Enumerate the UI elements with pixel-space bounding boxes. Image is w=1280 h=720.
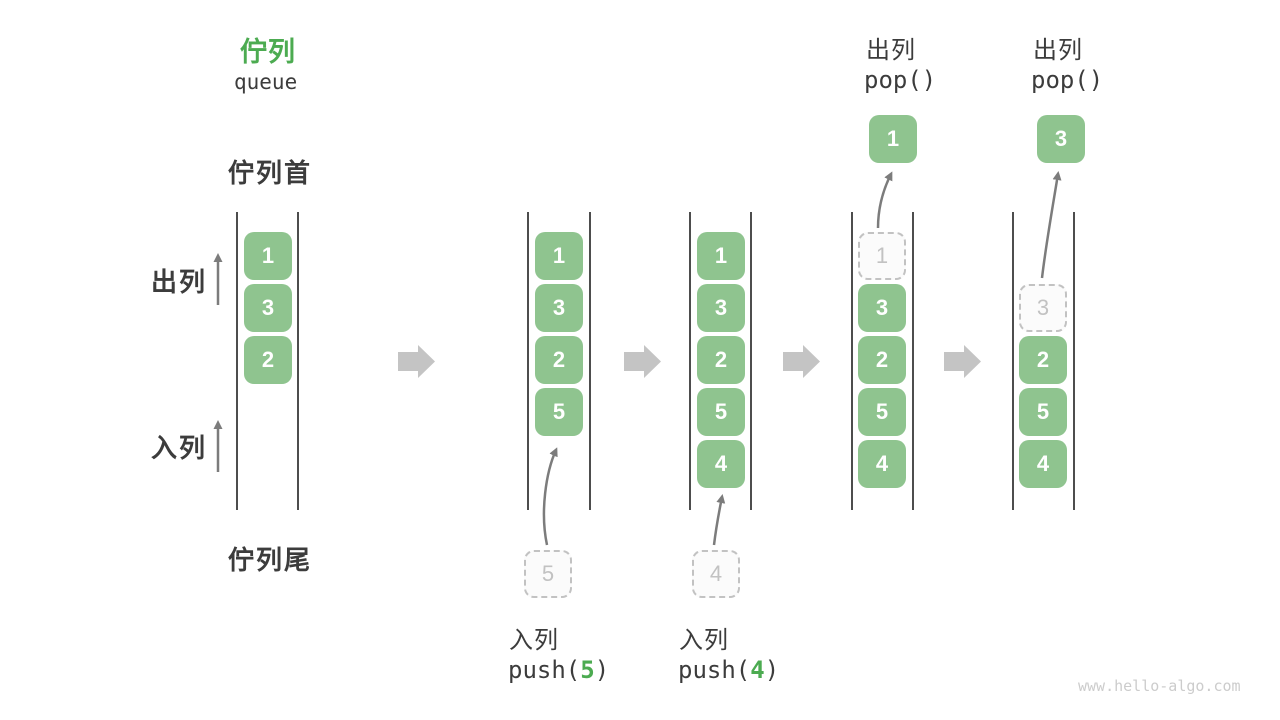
queue-cell: 4 [858, 440, 906, 488]
queue-wall-left [851, 212, 853, 510]
push-operation-label: 入列 [509, 627, 559, 654]
staged-enqueue-cell: 4 [692, 550, 740, 598]
queue-cell: 3 [858, 284, 906, 332]
removed-cell-ghost: 3 [1019, 284, 1067, 332]
code-text: ) [594, 656, 610, 684]
removed-cell-ghost: 1 [858, 232, 906, 280]
push-operation-label: 入列 [679, 627, 729, 654]
pop-operation-label: 出列 [866, 37, 916, 64]
diagram-title-en: queue [234, 70, 298, 94]
popped-value-cell: 1 [869, 115, 917, 163]
queue-cell: 1 [535, 232, 583, 280]
code-arg: 5 [580, 656, 595, 684]
queue-wall-left [689, 212, 691, 510]
queue-wall-right [912, 212, 914, 510]
queue-front-label: 佇列首 [228, 158, 313, 188]
push-operation-code: push(5) [508, 656, 609, 684]
queue-wall-right [750, 212, 752, 510]
next-state-block-arrow-icon [783, 345, 820, 378]
queue-wall-right [1073, 212, 1075, 510]
queue-cell: 4 [697, 440, 745, 488]
queue-cell: 1 [244, 232, 292, 280]
popped-value-cell: 3 [1037, 115, 1085, 163]
code-text: push( [508, 656, 581, 684]
queue-wall-right [589, 212, 591, 510]
queue-cell: 2 [697, 336, 745, 384]
queue-cell: 2 [244, 336, 292, 384]
next-state-block-arrow-icon [944, 345, 981, 378]
queue-cell: 1 [697, 232, 745, 280]
next-state-block-arrow-icon [398, 345, 435, 378]
queue-rear-label: 佇列尾 [228, 545, 313, 575]
pop3-arrow-icon [1040, 171, 1062, 279]
queue-wall-left [236, 212, 238, 510]
pop1-arrow-icon [876, 171, 893, 229]
pop-operation-code: pop() [864, 66, 937, 94]
queue-cell: 2 [1019, 336, 1067, 384]
diagram-title-zh: 佇列 [240, 37, 296, 67]
dequeue-direction-label: 出列 [151, 267, 208, 297]
queue-wall-right [297, 212, 299, 510]
next-state-block-arrow-icon [624, 345, 661, 378]
staged-enqueue-cell: 5 [524, 550, 572, 598]
queue-cell: 5 [1019, 388, 1067, 436]
queue-cell: 2 [535, 336, 583, 384]
push-operation-code: push(4) [678, 656, 779, 684]
enqueue-direction-label: 入列 [151, 433, 208, 463]
code-text: ) [764, 656, 780, 684]
watermark: www.hello-algo.com [1078, 677, 1241, 695]
pop-operation-label: 出列 [1033, 37, 1083, 64]
queue-cell: 5 [697, 388, 745, 436]
queue-cell: 3 [535, 284, 583, 332]
queue-cell: 3 [244, 284, 292, 332]
queue-wall-left [1012, 212, 1014, 510]
queue-cell: 2 [858, 336, 906, 384]
pop-operation-code: pop() [1031, 66, 1104, 94]
queue-wall-left [527, 212, 529, 510]
push5-arrow-icon [542, 447, 558, 546]
code-arg: 4 [750, 656, 765, 684]
code-text: push( [678, 656, 751, 684]
queue-cell: 3 [697, 284, 745, 332]
push4-arrow-icon [712, 494, 726, 546]
queue-cell: 5 [535, 388, 583, 436]
queue-cell: 5 [858, 388, 906, 436]
queue-cell: 4 [1019, 440, 1067, 488]
